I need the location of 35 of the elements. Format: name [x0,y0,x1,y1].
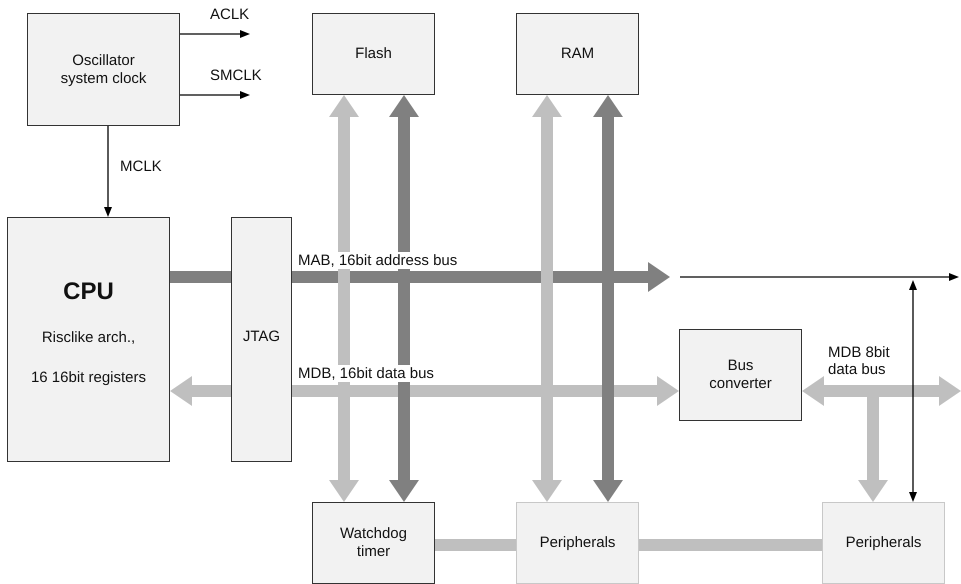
arrow [180,30,250,38]
block-title: CPU [62,278,115,307]
bus-arrow [802,376,961,406]
bus-arrow [389,95,419,502]
block-label: Peripherals [844,534,922,552]
block-box [516,13,639,95]
block-label: Bus converter [708,357,773,393]
bus-arrow [292,262,670,292]
block-box [7,217,170,462]
bus-arrow [170,376,231,406]
block-label: RAM [560,45,596,63]
block-box [312,502,435,584]
block-label: Flash [354,45,393,63]
block-label: JTAG [242,328,282,346]
bus-arrow [858,397,888,502]
block-label: Watchdog timer [339,525,408,561]
bus-arrow [532,95,562,502]
block-box [679,329,802,421]
block-box [231,217,292,462]
block-box [516,502,639,584]
block-label: Peripherals [538,534,616,552]
block-label: 16 16bit registers [30,368,148,387]
arrow [104,126,112,217]
block-box [822,502,945,584]
bus-arrow [329,95,359,502]
edge-label: MAB, 16bit address bus [296,252,460,270]
edge-label: MDB, 16bit data bus [296,365,436,382]
bus-arrow [593,95,623,502]
block-label: Oscillator system clock [60,52,148,88]
block-box [312,13,435,95]
block-box [27,13,180,126]
block-label: Risclike arch., [40,328,136,347]
arrow [180,91,250,99]
arrow [909,280,917,502]
bus-arrow [292,376,679,406]
